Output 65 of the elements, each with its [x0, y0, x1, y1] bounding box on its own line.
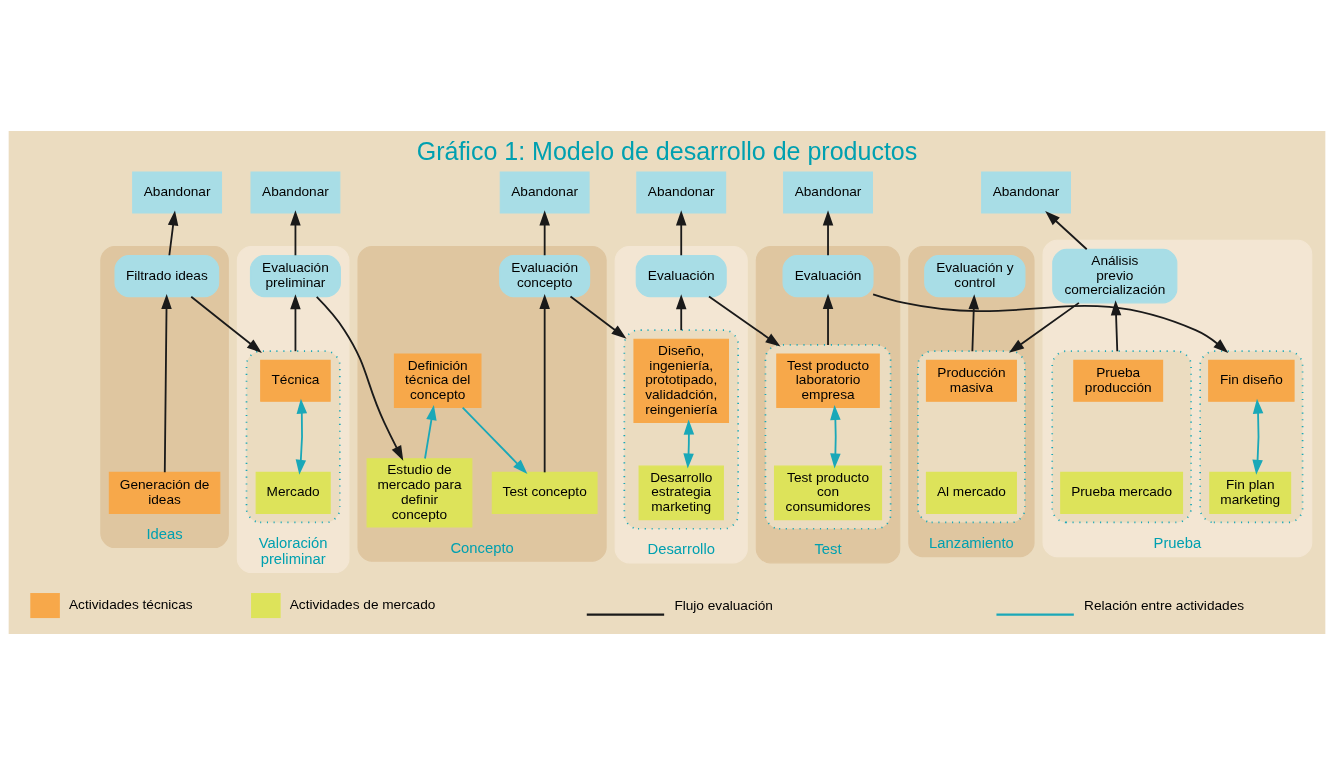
arrow [675, 294, 687, 332]
arrow [1252, 398, 1264, 475]
node-box: Abandonar [981, 171, 1071, 214]
arrow [461, 406, 528, 475]
node-box: Generación de ideas [108, 471, 221, 514]
legend-label: Flujo evaluación [674, 597, 773, 613]
node-box: Abandonar [250, 171, 341, 214]
legend-label: Actividades de mercado [289, 597, 436, 613]
arrow [830, 405, 841, 469]
arrow [290, 294, 301, 353]
node-box: Prueba mercado [1060, 471, 1184, 514]
node-box: Estudio de mercado para definir concepto [366, 458, 473, 528]
arrow [675, 210, 687, 257]
arrow [968, 294, 980, 353]
node-box: Abandonar [132, 171, 223, 214]
cluster [917, 350, 1026, 524]
node-box: Test concepto [491, 471, 598, 514]
node-box: Evaluación concepto [499, 255, 591, 298]
node-box: Test producto con consumidores [773, 465, 883, 521]
arrow [1009, 301, 1080, 353]
diagram-title: Gráfico 1: Modelo de desarrollo de productos [416, 137, 918, 166]
node-box: Análisis previo comercialización [1052, 248, 1178, 304]
arrow [167, 210, 179, 257]
arrow [315, 296, 404, 461]
arrow [539, 210, 550, 257]
node-box: Abandonar [783, 171, 873, 214]
arrow [1110, 300, 1122, 353]
node-box: Mercado [255, 471, 331, 514]
arrow [872, 293, 1229, 353]
node-box: Test producto laboratorio empresa [776, 353, 880, 409]
node-box: Evaluación [782, 255, 874, 298]
arrow [708, 295, 781, 347]
node-box: Filtrado ideas [114, 255, 220, 298]
node-box: Definición técnica del concepto [393, 353, 482, 409]
legend-label: Actividades técnicas [68, 597, 193, 613]
arrow [683, 419, 695, 469]
node-box: Al mercado [925, 471, 1017, 514]
node-box: Diseño, ingeniería, prototipado, validadción, reingeniería [633, 338, 730, 423]
arrow [290, 210, 301, 257]
arrow [424, 405, 437, 460]
node-box: Desarrollo estrategia marketing [638, 465, 724, 521]
arrow [822, 293, 834, 346]
node-box: Técnica [260, 359, 331, 402]
arrow [295, 398, 308, 475]
node-box: Abandonar [499, 171, 590, 214]
node-box: Evaluación [635, 255, 727, 298]
legend-label: Relación entre actividades [1084, 597, 1245, 613]
node-box: Evaluación preliminar [249, 255, 341, 298]
arrow [1045, 211, 1088, 251]
arrow [190, 295, 262, 353]
cluster [764, 344, 892, 530]
arrow [569, 295, 627, 339]
node-box: Abandonar [636, 171, 727, 214]
arrow [822, 210, 834, 257]
node-box: Evaluación y control [924, 255, 1026, 298]
node-box: Fin diseño [1208, 359, 1295, 402]
node-box: Producción masiva [925, 359, 1017, 402]
node-box: Fin plan marketing [1209, 471, 1292, 514]
arrow [539, 294, 550, 474]
cluster [1199, 350, 1304, 524]
cluster [623, 329, 739, 530]
node-box: Prueba producción [1073, 359, 1164, 402]
cluster [1051, 350, 1192, 524]
cluster [245, 350, 341, 524]
arrow [161, 294, 172, 474]
